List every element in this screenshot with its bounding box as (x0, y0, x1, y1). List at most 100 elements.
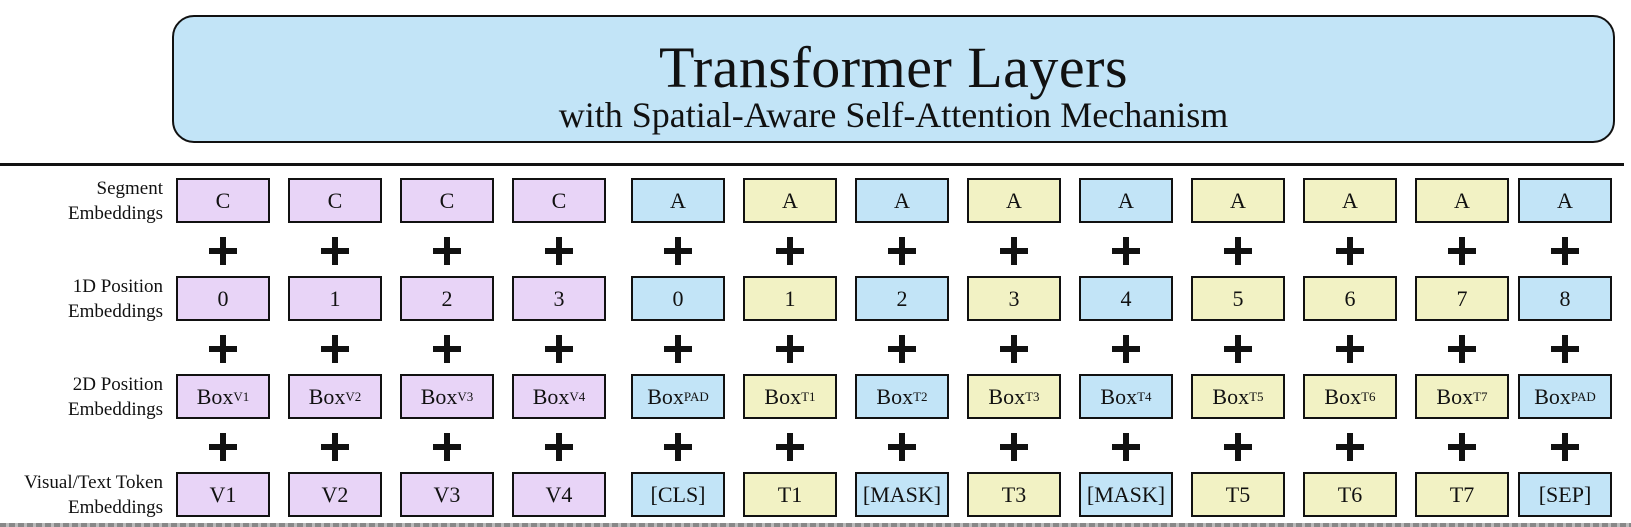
pos1d-embedding-box: 1 (288, 276, 382, 321)
box-prefix: Box (420, 383, 458, 409)
plus-icon (1224, 335, 1252, 363)
plus-icon (321, 237, 349, 265)
plus-icon (433, 335, 461, 363)
token-embedding-box: V4 (512, 472, 606, 517)
pos1d-embedding-box: 3 (967, 276, 1061, 321)
transformer-layers-box: Transformer Layers with Spatial-Aware Se… (172, 15, 1615, 143)
box-prefix: Box (988, 383, 1026, 409)
segment-embedding-box: C (512, 178, 606, 223)
segment-embedding-value: A (782, 187, 798, 213)
segment-embedding-box: A (1415, 178, 1509, 223)
pos1d-embedding-value: 2 (441, 285, 453, 311)
plus-icon (1112, 237, 1140, 265)
pos1d-embedding-box: 0 (631, 276, 725, 321)
pos1d-embedding-box: 2 (855, 276, 949, 321)
segment-embedding-value: A (894, 187, 910, 213)
segment-embedding-value: A (1557, 187, 1573, 213)
segment-embedding-value: C (439, 187, 455, 213)
plus-icon (1551, 335, 1579, 363)
pos1d-embedding-value: 7 (1456, 285, 1468, 311)
plus-icon (1000, 335, 1028, 363)
token-embedding-box: T5 (1191, 472, 1285, 517)
box-prefix: Box (1436, 383, 1474, 409)
plus-icon (1336, 335, 1364, 363)
plus-icon (209, 237, 237, 265)
segment-embedding-value: A (1118, 187, 1134, 213)
box-prefix: Box (308, 383, 346, 409)
pos1d-embedding-box: 7 (1415, 276, 1509, 321)
token-embedding-value: T3 (1001, 481, 1027, 507)
plus-icon (545, 335, 573, 363)
bottom-edge (0, 523, 1631, 527)
box-prefix: Box (532, 383, 570, 409)
pos1d-embedding-value: 0 (217, 285, 229, 311)
segment-embedding-box: A (855, 178, 949, 223)
token-embedding-box: V2 (288, 472, 382, 517)
segment-embedding-value: A (1006, 187, 1022, 213)
segment-embedding-value: C (551, 187, 567, 213)
row-label-line: 2D Position (72, 374, 163, 395)
plus-icon (776, 433, 804, 461)
box-prefix: Box (1212, 383, 1250, 409)
segment-embedding-box: A (967, 178, 1061, 223)
pos1d-embedding-box: 4 (1079, 276, 1173, 321)
pos1d-embedding-value: 2 (896, 285, 908, 311)
token-embedding-value: V1 (209, 481, 237, 507)
pos1d-embedding-value: 5 (1232, 285, 1244, 311)
box-prefix: Box (1100, 383, 1138, 409)
plus-icon (1336, 237, 1364, 265)
token-embedding-box: T6 (1303, 472, 1397, 517)
box-prefix: Box (876, 383, 914, 409)
row-label-line: Segment (96, 178, 164, 199)
plus-icon (321, 335, 349, 363)
plus-icon (776, 237, 804, 265)
plus-icon (776, 335, 804, 363)
plus-icon (433, 237, 461, 265)
token-embedding-box: [MASK] (1079, 472, 1173, 517)
plus-icon (545, 433, 573, 461)
row-label-line: 1D Position (72, 276, 163, 297)
token-embedding-value: T1 (777, 481, 803, 507)
token-embedding-box: [MASK] (855, 472, 949, 517)
token-embedding-box: T1 (743, 472, 837, 517)
plus-icon (1551, 433, 1579, 461)
plus-icon (1448, 335, 1476, 363)
token-embedding-value: V4 (545, 481, 573, 507)
row-label-line: Embeddings (68, 497, 163, 518)
plus-icon (1000, 433, 1028, 461)
pos1d-embedding-box: 6 (1303, 276, 1397, 321)
token-embedding-box: T3 (967, 472, 1061, 517)
segment-embedding-value: C (215, 187, 231, 213)
plus-icon (1000, 237, 1028, 265)
plus-icon (888, 237, 916, 265)
pos1d-embedding-value: 1 (784, 285, 796, 311)
plus-icon (1224, 433, 1252, 461)
box-prefix: Box (1324, 383, 1362, 409)
row-label-line: Embeddings (68, 203, 163, 224)
plus-icon (888, 335, 916, 363)
plus-icon (1112, 335, 1140, 363)
box-prefix: Box (196, 383, 234, 409)
plus-icon (1224, 237, 1252, 265)
pos1d-embedding-value: 3 (553, 285, 565, 311)
plus-icon (209, 335, 237, 363)
plus-icon (209, 433, 237, 461)
pos1d-embedding-box: 1 (743, 276, 837, 321)
token-embedding-value: T5 (1225, 481, 1251, 507)
plus-icon (1551, 237, 1579, 265)
segment-embedding-value: A (670, 187, 686, 213)
plus-icon (888, 433, 916, 461)
diagram-subtitle: with Spatial-Aware Self-Attention Mechan… (558, 95, 1229, 135)
segment-embedding-box: A (1079, 178, 1173, 223)
